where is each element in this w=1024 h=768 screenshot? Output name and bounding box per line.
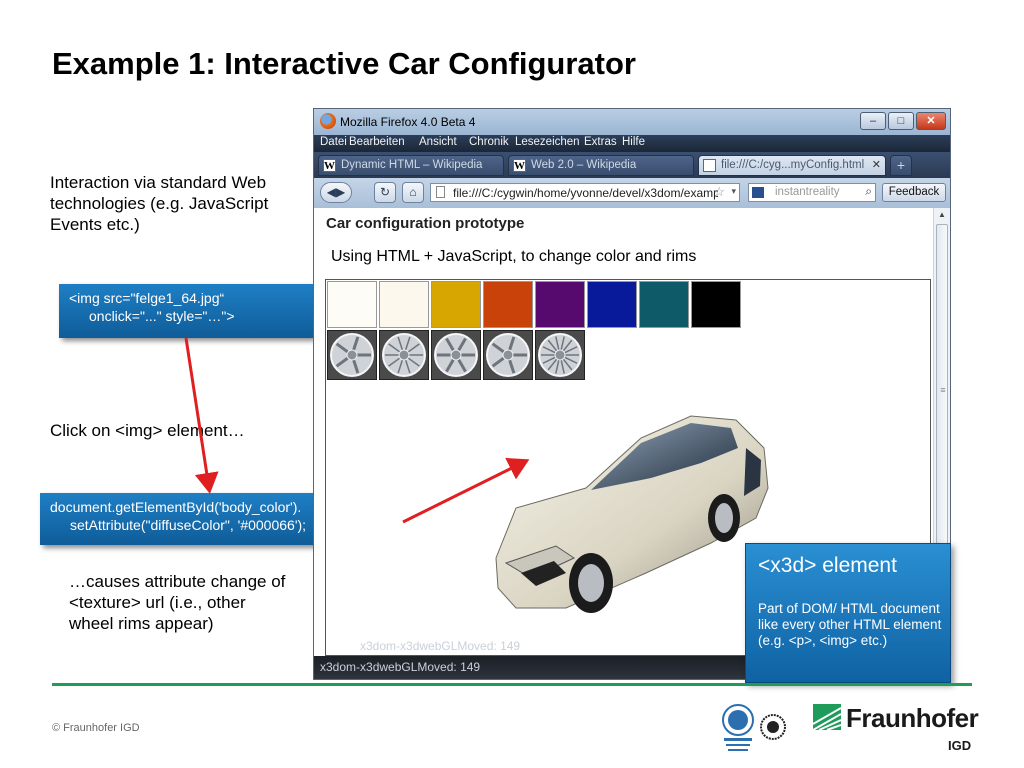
footer-rule xyxy=(52,683,972,686)
new-tab-icon[interactable]: + xyxy=(890,155,912,176)
wheel-rim-icon xyxy=(434,333,478,377)
color-swatch-4[interactable] xyxy=(483,281,533,328)
feedback-button[interactable]: Feedback xyxy=(882,183,946,202)
slide-title: Example 1: Interactive Car Configurator xyxy=(52,46,636,81)
img-code-line-1: <img src="felge1_64.jpg“ xyxy=(69,290,225,306)
wheel-rim-icon xyxy=(486,333,530,377)
page-heading: Car configuration prototype xyxy=(326,215,525,232)
navigation-bar: ◀▶ ↻ ⌂ file:///C:/cygwin/home/yvonne/dev… xyxy=(314,178,950,208)
tab-config-active[interactable]: file:///C:/cyg...myConfig.html ✕ xyxy=(698,155,886,176)
interaction-note: Interaction via standard Web technologie… xyxy=(50,173,269,234)
menu-item-chronik[interactable]: Chronik xyxy=(469,136,509,148)
page-icon xyxy=(436,186,445,198)
minimize-icon[interactable]: – xyxy=(860,112,886,130)
js-code-line-1: document.getElementById('body_color'). xyxy=(50,499,302,515)
click-note: Click on <img> element… xyxy=(50,421,245,440)
tab-label: file:///C:/cyg...myConfig.html xyxy=(721,159,865,171)
close-icon[interactable]: ✕ xyxy=(916,112,946,130)
js-code-line-2: setAttribute("diffuseColor", '#000066'); xyxy=(70,517,307,533)
url-bar[interactable]: file:///C:/cygwin/home/yvonne/devel/x3do… xyxy=(430,183,740,202)
scroll-up-icon[interactable]: ▲ xyxy=(938,210,946,219)
menu-item-ansicht[interactable]: Ansicht xyxy=(419,136,457,148)
tab-label: Dynamic HTML – Wikipedia xyxy=(341,159,483,171)
color-swatch-1[interactable] xyxy=(327,281,377,328)
window-title: Mozilla Firefox 4.0 Beta 4 xyxy=(340,115,476,129)
back-forward-icon[interactable]: ◀▶ xyxy=(320,182,352,203)
img-code-line-2: onclick="..." style="…"> xyxy=(89,308,235,324)
menu-item-lesezeichen[interactable]: Lesezeichen xyxy=(515,136,580,148)
page-subtitle: Using HTML + JavaScript, to change color… xyxy=(331,248,697,265)
arrow-img-to-code xyxy=(184,337,219,494)
grip-icon: ≡ xyxy=(940,385,946,395)
color-swatch-8[interactable] xyxy=(691,281,741,328)
reload-icon[interactable]: ↻ xyxy=(374,182,396,203)
wikipedia-icon: W xyxy=(513,159,526,172)
callout-body: Part of DOM/ HTML document like every ot… xyxy=(758,601,942,648)
net-seal-icon xyxy=(760,714,786,740)
causes-note: …causes attribute change of <texture> ur… xyxy=(69,572,286,633)
status-text: x3dom-x3dwebGLMoved: 149 xyxy=(320,660,481,674)
menu-item-bearbeiten[interactable]: Bearbeiten xyxy=(349,136,405,148)
rim-option-4[interactable] xyxy=(483,330,533,380)
color-swatch-6[interactable] xyxy=(587,281,637,328)
color-swatch-2[interactable] xyxy=(379,281,429,328)
chevron-down-icon[interactable]: ▾ xyxy=(731,186,736,196)
x3d-element-callout: <x3d> element Part of DOM/ HTML document… xyxy=(745,543,951,683)
url-text: file:///C:/cygwin/home/yvonne/devel/x3do… xyxy=(453,186,718,200)
page-icon xyxy=(703,159,716,172)
search-engine-icon[interactable] xyxy=(752,187,764,198)
scroll-thumb[interactable]: ≡ xyxy=(936,224,948,554)
search-input[interactable]: instantreality xyxy=(775,186,840,198)
car-model[interactable] xyxy=(476,368,776,638)
search-bar[interactable]: instantreality ⌕ xyxy=(748,183,876,202)
wheel-rim-icon xyxy=(330,333,374,377)
copyright-text: © Fraunhofer IGD xyxy=(52,722,140,734)
tab-close-icon[interactable]: ✕ xyxy=(871,159,881,171)
home-icon[interactable]: ⌂ xyxy=(402,182,424,203)
color-swatch-5[interactable] xyxy=(535,281,585,328)
rim-option-2[interactable] xyxy=(379,330,429,380)
maximize-icon[interactable]: □ xyxy=(888,112,914,130)
certification-seal-icon xyxy=(722,704,754,751)
wikipedia-icon: W xyxy=(323,159,336,172)
callout-title: <x3d> element xyxy=(758,554,897,577)
menu-item-datei[interactable]: Datei xyxy=(320,136,347,148)
menu-bar: Datei Bearbeiten Ansicht Chronik Lesezei… xyxy=(314,135,950,152)
tab-bar: W Dynamic HTML – Wikipedia W Web 2.0 – W… xyxy=(314,152,950,178)
wheel-rim-icon xyxy=(382,333,426,377)
fraunhofer-unit: IGD xyxy=(948,738,972,753)
tab-web-2[interactable]: W Web 2.0 – Wikipedia xyxy=(508,155,694,176)
color-swatch-3[interactable] xyxy=(431,281,481,328)
window-titlebar: Mozilla Firefox 4.0 Beta 4 – □ ✕ xyxy=(314,109,950,135)
fraunhofer-logo-icon xyxy=(813,704,841,730)
fraunhofer-wordmark: Fraunhofer xyxy=(846,703,979,733)
firefox-icon xyxy=(320,113,336,129)
menu-item-extras[interactable]: Extras xyxy=(584,136,617,148)
tab-label: Web 2.0 – Wikipedia xyxy=(531,159,637,171)
bookmark-star-icon[interactable]: ☆ xyxy=(713,184,725,199)
color-swatch-7[interactable] xyxy=(639,281,689,328)
img-code-box: <img src="felge1_64.jpg“ onclick="..." s… xyxy=(59,284,313,338)
tab-dynamic-html[interactable]: W Dynamic HTML – Wikipedia xyxy=(318,155,504,176)
rim-option-3[interactable] xyxy=(431,330,481,380)
rim-option-5[interactable] xyxy=(535,330,585,380)
search-icon[interactable]: ⌕ xyxy=(865,184,872,198)
wheel-rim-icon xyxy=(538,333,582,377)
stats-overlay: x3dom-x3dwebGLMoved: 149 xyxy=(360,639,521,653)
menu-item-hilfe[interactable]: Hilfe xyxy=(622,136,646,148)
rim-option-1[interactable] xyxy=(327,330,377,380)
